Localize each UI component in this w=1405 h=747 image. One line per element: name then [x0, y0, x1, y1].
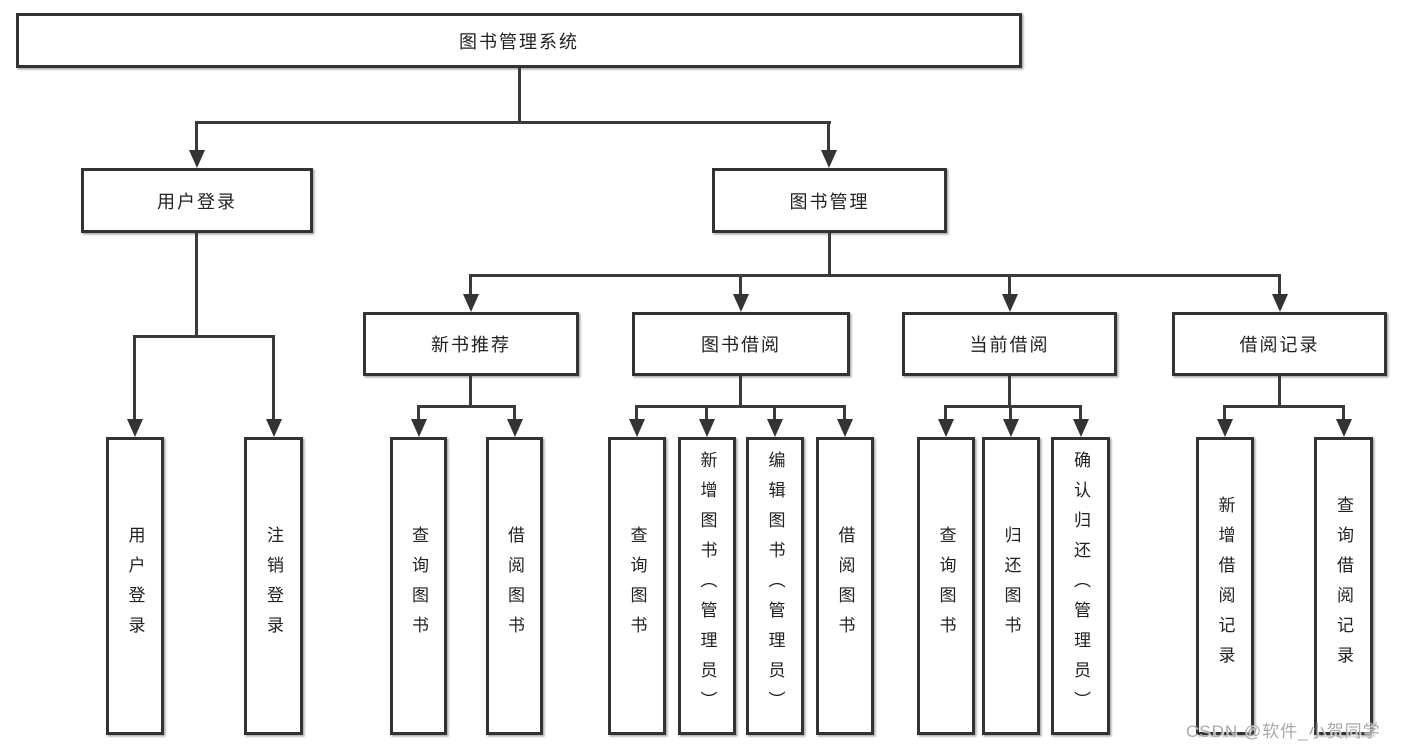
arrowhead-rec2-leaf1 [1217, 419, 1233, 437]
connector-rec-leaf2-stub [513, 405, 516, 422]
leaf-confirm-return-admin-label: 确认归还（管理员） [1071, 451, 1090, 721]
node-user-login-label: 用户登录 [157, 191, 237, 212]
arrowhead-recommend [463, 294, 479, 312]
connector-records-drop [1278, 376, 1281, 407]
connector-mgmt-stub [827, 121, 830, 153]
leaf-add-borrow-record-label: 新增借阅记录 [1215, 496, 1235, 676]
connector-leaf-logout-stub [272, 335, 275, 422]
arrowhead-login [189, 150, 205, 168]
node-book-mgmt-label: 图书管理 [789, 191, 870, 212]
leaf-query-borrow-record-label: 查询借阅记录 [1334, 496, 1353, 676]
node-user-login: 用户登录 [81, 168, 313, 233]
connector-rec-leaf1-stub [417, 405, 420, 422]
connector-current-drop [1008, 376, 1011, 407]
connector-bor-leaf1-stub [635, 405, 638, 422]
arrowhead-rec-leaf1 [411, 419, 427, 437]
connector-bor-leaf2-stub [705, 405, 708, 422]
connector-recommend-rail [417, 405, 516, 408]
connector-login-drop [195, 233, 198, 338]
node-current-borrow: 当前借阅 [902, 312, 1117, 376]
connector-bor-leaf3-stub [773, 405, 776, 422]
connector-borrow-drop [739, 376, 742, 407]
connector-level2-rail [195, 121, 831, 124]
connector-login-stub [195, 121, 198, 153]
leaf-add-book-admin: 新增图书（管理员） [678, 437, 736, 735]
leaf-borrow-books-borrow: 借阅图书 [816, 437, 874, 735]
node-book-borrow-label: 图书借阅 [701, 335, 781, 355]
connector-root-drop [518, 68, 521, 122]
connector-records-stub [1278, 274, 1281, 297]
arrowhead-bor-leaf1 [629, 419, 645, 437]
watermark-text: CSDN @软件_小贺同学 [1186, 722, 1381, 741]
arrowhead-mgmt [821, 150, 837, 168]
leaf-logout-label: 注销登录 [264, 526, 283, 646]
node-borrow-records: 借阅记录 [1172, 312, 1387, 376]
arrowhead-rec-leaf2 [507, 419, 523, 437]
connector-level3-rail [469, 274, 1280, 277]
leaf-return-book-label: 归还图书 [1001, 526, 1021, 646]
connector-current-rail [944, 405, 1082, 408]
arrowhead-bor-leaf2 [699, 419, 715, 437]
node-current-borrow-label: 当前借阅 [969, 335, 1050, 355]
leaf-confirm-return-admin: 确认归还（管理员） [1051, 437, 1110, 735]
arrowhead-leaf-login [127, 419, 143, 437]
leaf-borrow-books-recommend: 借阅图书 [486, 437, 543, 735]
node-root-label: 图书管理系统 [459, 31, 579, 52]
leaf-query-books-recommend: 查询图书 [390, 437, 447, 735]
arrowhead-cur-leaf1 [938, 419, 954, 437]
leaf-query-books-borrow: 查询图书 [608, 437, 666, 735]
node-new-book-recommend-label: 新书推荐 [431, 335, 511, 355]
arrowhead-current [1002, 294, 1018, 312]
connector-recommend-stub [469, 274, 472, 297]
connector-recommend-drop [469, 376, 472, 407]
arrowhead-bor-leaf3 [767, 419, 783, 437]
node-book-mgmt: 图书管理 [712, 168, 947, 233]
connector-login-rail [133, 335, 275, 338]
leaf-add-book-admin-label: 新增图书（管理员） [697, 451, 717, 721]
leaf-edit-book-admin-label: 编辑图书（管理员） [765, 451, 785, 721]
connector-records-rail [1223, 405, 1345, 408]
connector-mgmt-drop [828, 233, 831, 277]
connector-current-stub [1008, 274, 1011, 297]
leaf-user-login: 用户登录 [106, 437, 164, 735]
leaf-return-book: 归还图书 [982, 437, 1040, 735]
connector-borrow-stub [739, 274, 742, 297]
arrowhead-records [1272, 294, 1288, 312]
connector-borrow-rail [635, 405, 846, 408]
leaf-user-login-label: 用户登录 [125, 526, 145, 646]
leaf-query-books-current: 查询图书 [917, 437, 975, 735]
connector-leaf-login-stub [133, 335, 136, 422]
connector-bor-leaf4-stub [843, 405, 846, 422]
leaf-query-books-current-label: 查询图书 [936, 526, 956, 646]
connector-cur-leaf2-stub [1009, 405, 1012, 422]
leaf-borrow-books-borrow-label: 借阅图书 [835, 526, 855, 646]
connector-rec2-leaf1-stub [1223, 405, 1226, 422]
leaf-query-books-borrow-label: 查询图书 [627, 526, 647, 646]
connector-cur-leaf1-stub [944, 405, 947, 422]
connector-cur-leaf3-stub [1079, 405, 1082, 422]
leaf-logout: 注销登录 [244, 437, 303, 735]
arrowhead-borrow [733, 294, 749, 312]
connector-rec2-leaf2-stub [1342, 405, 1345, 422]
leaf-edit-book-admin: 编辑图书（管理员） [746, 437, 804, 735]
arrowhead-cur-leaf2 [1003, 419, 1019, 437]
arrowhead-leaf-logout [266, 419, 282, 437]
leaf-borrow-books-recommend-label: 借阅图书 [505, 526, 524, 646]
leaf-add-borrow-record: 新增借阅记录 [1196, 437, 1254, 735]
arrowhead-rec2-leaf2 [1336, 419, 1352, 437]
node-new-book-recommend: 新书推荐 [363, 312, 579, 376]
node-root-system: 图书管理系统 [16, 13, 1022, 68]
arrowhead-bor-leaf4 [837, 419, 853, 437]
node-book-borrow: 图书借阅 [632, 312, 850, 376]
leaf-query-books-recommend-label: 查询图书 [409, 526, 428, 646]
arrowhead-cur-leaf3 [1073, 419, 1089, 437]
leaf-query-borrow-record: 查询借阅记录 [1314, 437, 1373, 735]
node-borrow-records-label: 借阅记录 [1239, 335, 1320, 355]
